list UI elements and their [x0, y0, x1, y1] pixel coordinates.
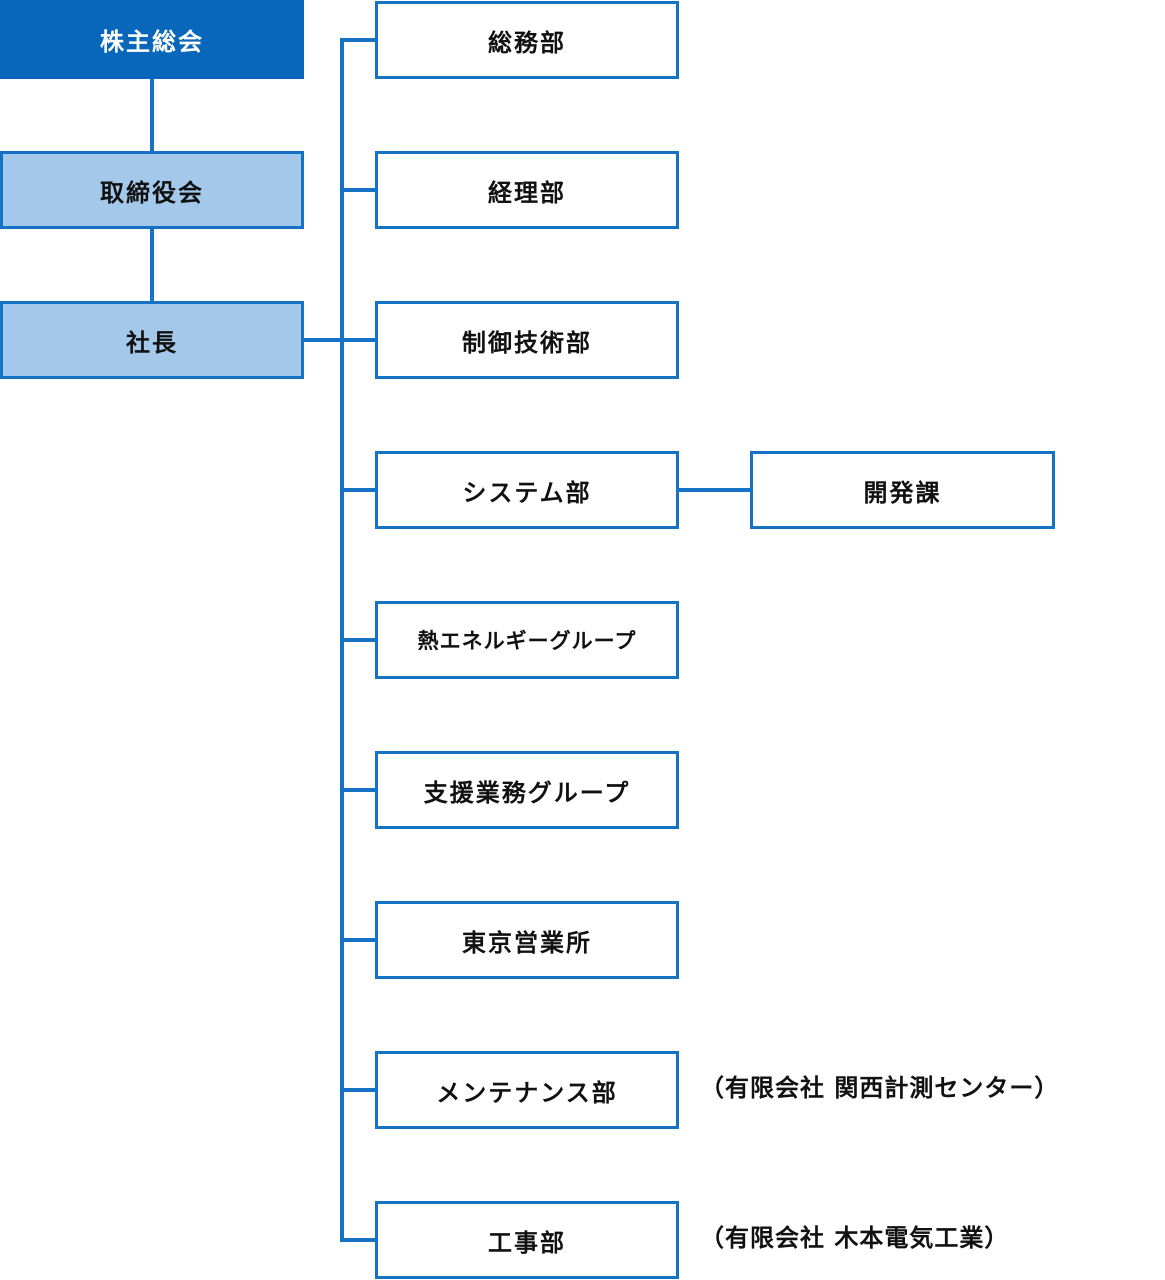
connector-dept-5: [340, 788, 378, 792]
connector-shareholders-board: [150, 79, 154, 153]
dept-box-maintenance: メンテナンス部: [375, 1051, 679, 1129]
construction-affiliate-note: （有限会社 木本電気工業）: [700, 1224, 1010, 1252]
president-box: 社長: [0, 301, 304, 379]
dept-box-accounting: 経理部: [375, 151, 679, 229]
connector-dept-4: [340, 638, 378, 642]
dept-box-thermal-energy-group: 熱エネルギーグループ: [375, 601, 679, 679]
connector-dept-0: [340, 38, 378, 42]
connector-dept-2: [340, 338, 378, 342]
dept-box-tokyo-office: 東京営業所: [375, 901, 679, 979]
connector-dept-1: [340, 188, 378, 192]
shareholders-meeting-box: 株主総会: [0, 0, 304, 79]
connector-dept-7: [340, 1088, 378, 1092]
dept-box-system: システム部: [375, 451, 679, 529]
connector-system-dev: [677, 488, 753, 492]
dept-box-support-group: 支援業務グループ: [375, 751, 679, 829]
connector-dept-8: [340, 1238, 378, 1242]
connector-board-president: [150, 228, 154, 302]
connector-dept-3: [340, 488, 378, 492]
dept-box-general-affairs: 総務部: [375, 1, 679, 79]
board-of-directors-box: 取締役会: [0, 151, 304, 229]
connector-dept-6: [340, 938, 378, 942]
maintenance-affiliate-note: （有限会社 関西計測センター）: [700, 1074, 1060, 1102]
connector-president-spine: [302, 338, 342, 342]
dept-box-control-engineering: 制御技術部: [375, 301, 679, 379]
sub-box-development-section: 開発課: [750, 451, 1055, 529]
dept-box-construction: 工事部: [375, 1201, 679, 1279]
